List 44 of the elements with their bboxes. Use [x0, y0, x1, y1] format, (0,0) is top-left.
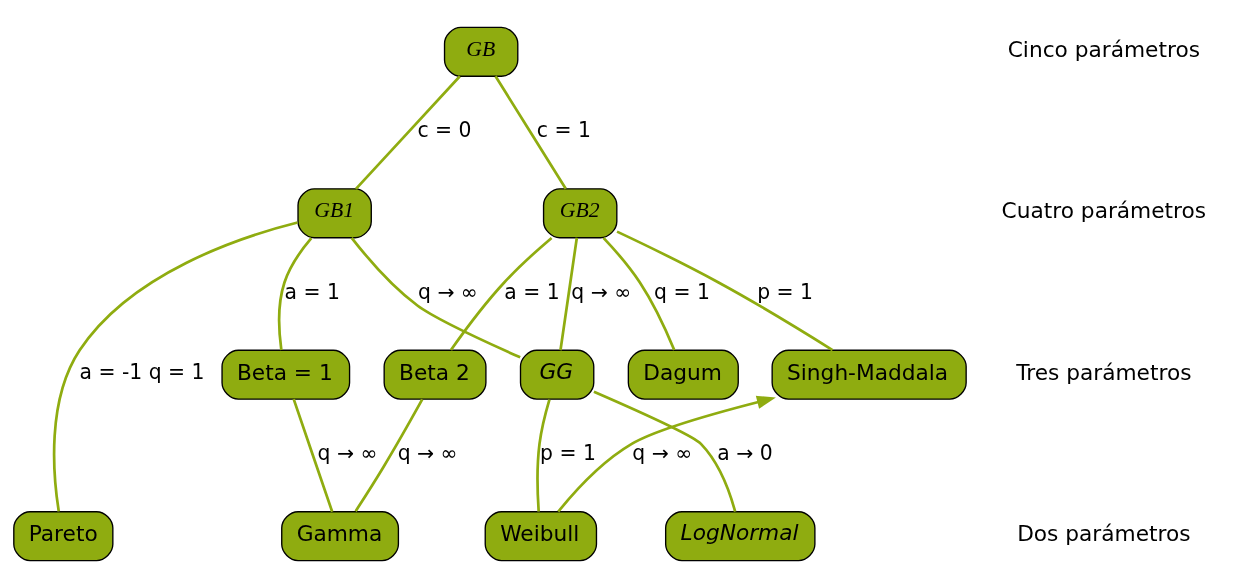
edge-label: q → ∞	[418, 279, 478, 304]
node-box: Singh-Maddala	[771, 349, 967, 400]
edge-label: a = 1	[284, 279, 340, 304]
node-box: GB2	[542, 187, 618, 238]
edge-label: c = 1	[536, 117, 591, 142]
edge-label: q → ∞	[632, 440, 693, 465]
node-box: Weibull	[484, 510, 598, 561]
edge-label: a = 1	[504, 279, 560, 304]
connector	[536, 398, 551, 512]
edge-label: q → ∞	[397, 440, 458, 465]
connector	[354, 74, 461, 190]
connector	[494, 75, 567, 190]
edge-label: p = 1	[757, 279, 813, 304]
node-box: Pareto	[13, 510, 114, 561]
connector	[277, 236, 313, 350]
label: Dos parámetros	[1017, 520, 1191, 546]
connector	[449, 236, 553, 351]
node-box: GG	[519, 349, 595, 400]
edge-label: q → ∞	[317, 440, 378, 465]
connector	[350, 236, 521, 359]
node-box: GB1	[297, 187, 372, 238]
label: Cuatro parámetros	[1001, 197, 1207, 223]
connector	[593, 390, 737, 512]
edge-label: a → 0	[717, 440, 773, 465]
edge-label: a = -1 q = 1	[79, 359, 205, 384]
connector	[616, 229, 834, 351]
edge-label: q → ∞	[571, 279, 632, 304]
label: Cinco parámetros	[1007, 36, 1200, 62]
node-box: GB	[443, 26, 519, 77]
node-box: Dagum	[627, 349, 739, 400]
node-box: Beta = 1	[221, 349, 351, 400]
connector	[559, 237, 579, 350]
edge-label: q = 1	[654, 279, 710, 304]
node-box: Gamma	[281, 510, 400, 561]
edge-label: c = 0	[417, 117, 472, 142]
arrow	[557, 395, 776, 513]
connector	[52, 220, 298, 512]
node-box: LogNormal	[665, 510, 816, 561]
label: Tres parámetros	[1016, 359, 1192, 385]
edge-label: p = 1	[540, 440, 596, 465]
connector	[354, 398, 424, 512]
connector	[292, 398, 334, 512]
node-box: Beta 2	[383, 349, 487, 400]
connector	[602, 236, 676, 351]
